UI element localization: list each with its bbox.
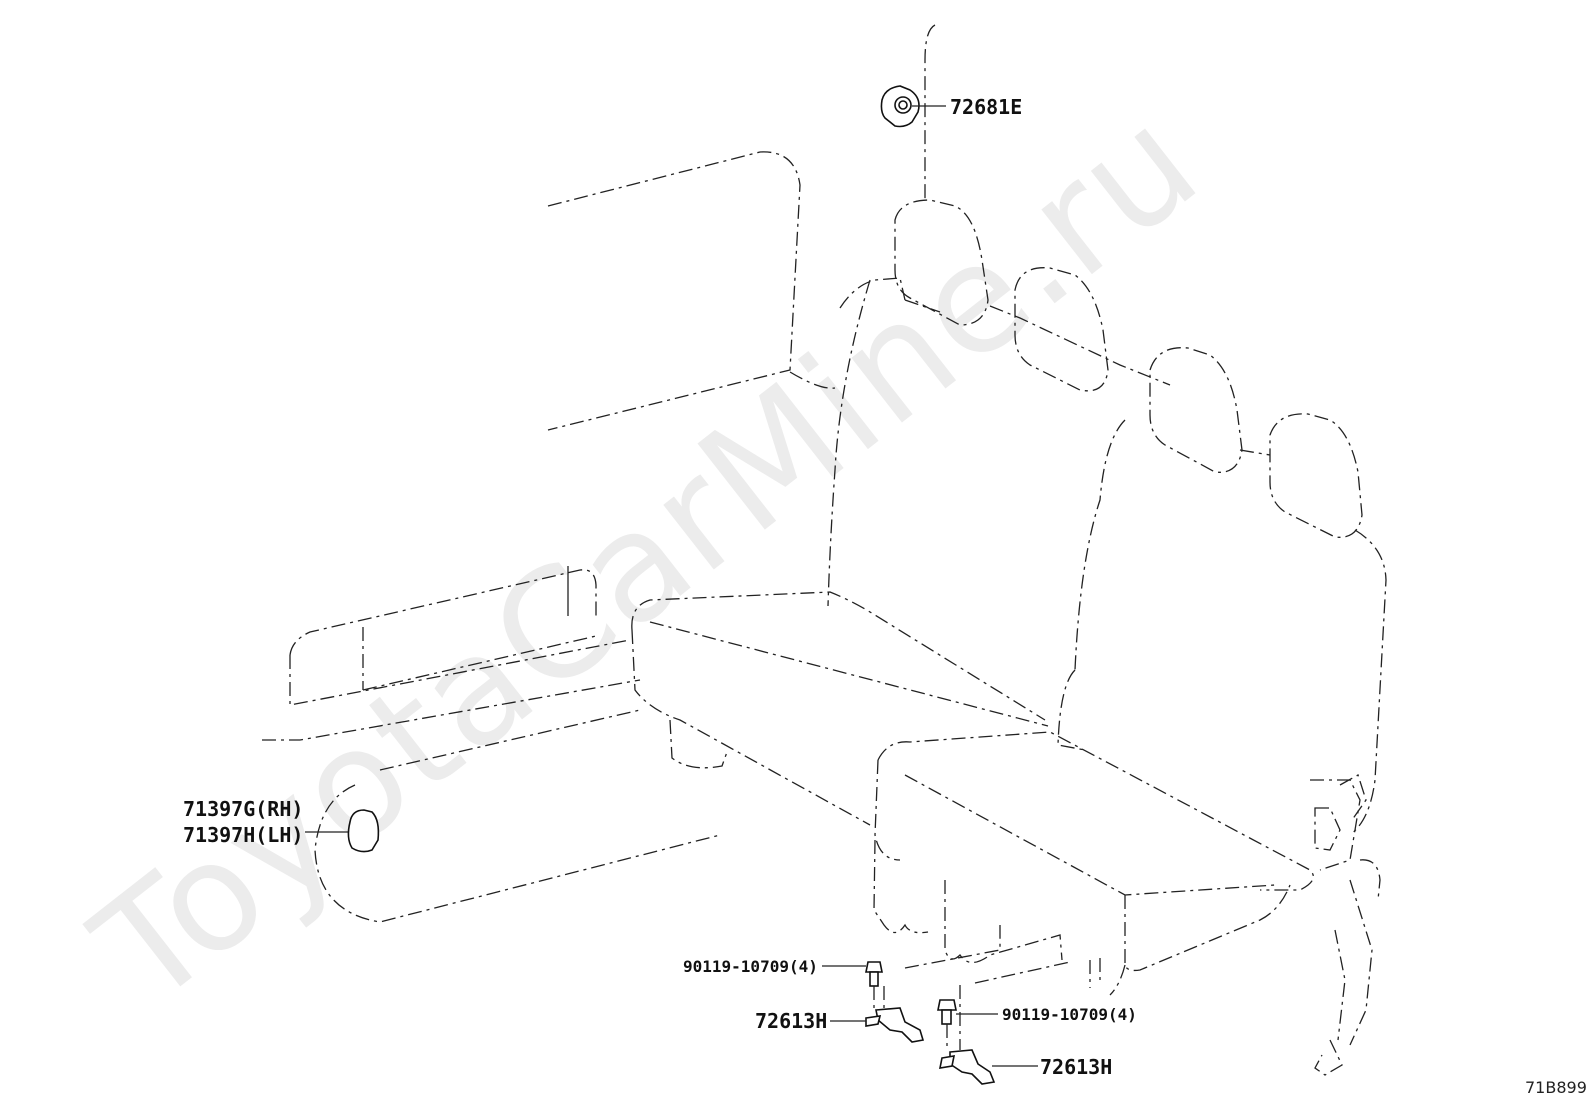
- callout-cover-rh: 71397G(RH): [183, 797, 303, 821]
- callout-bracket-left: 72613H: [755, 1009, 827, 1033]
- cabin-wall-outline: [262, 24, 936, 923]
- callout-bolt-left: 90119-10709(4): [683, 957, 818, 976]
- bolt-left-part: [822, 961, 885, 1010]
- seat-backs: [827, 277, 1387, 836]
- bracket-left-part: [830, 1007, 925, 1043]
- callout-bolt-right: 90119-10709(4): [1002, 1005, 1137, 1024]
- headrests: [894, 199, 1363, 538]
- watermark-text: ToyotaCarMine.ru: [64, 75, 1230, 1039]
- callout-cover-lh: 71397H(LH): [183, 823, 303, 847]
- seat-cushions: [631, 591, 1314, 996]
- diagram-code: 71B899: [1525, 1078, 1587, 1097]
- bolt-right-part: [937, 985, 998, 1050]
- callout-bracket-right: 72613H: [1040, 1055, 1112, 1079]
- headrest-guide-part: [880, 85, 946, 128]
- side-cover-part: [305, 809, 380, 853]
- seat-latch-hardware: [1310, 774, 1381, 1076]
- callout-headrest-guide: 72681E: [950, 95, 1022, 119]
- bracket-right-part: [938, 1049, 1038, 1085]
